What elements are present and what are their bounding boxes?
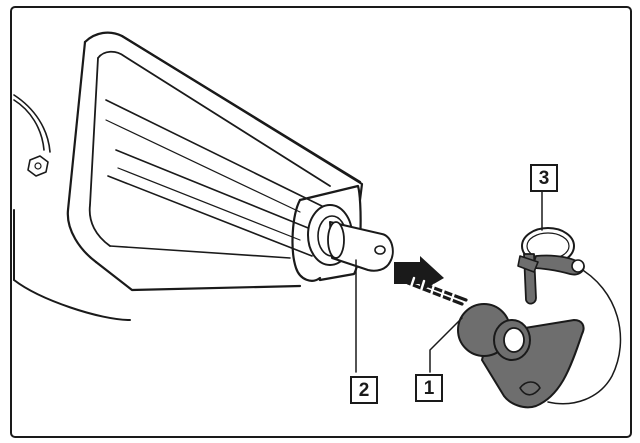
callout-2: 2 [350,376,378,404]
hitch-housing [13,31,364,321]
callout-3: 3 [530,164,558,192]
arrow-icon [394,256,468,307]
callout-1: 1 [415,374,443,402]
linch-pin-icon [517,189,585,305]
lanyard-wire [547,265,622,405]
bracket-fragment [13,94,51,177]
shaft-stub [327,221,394,373]
pin-icon [429,303,585,409]
